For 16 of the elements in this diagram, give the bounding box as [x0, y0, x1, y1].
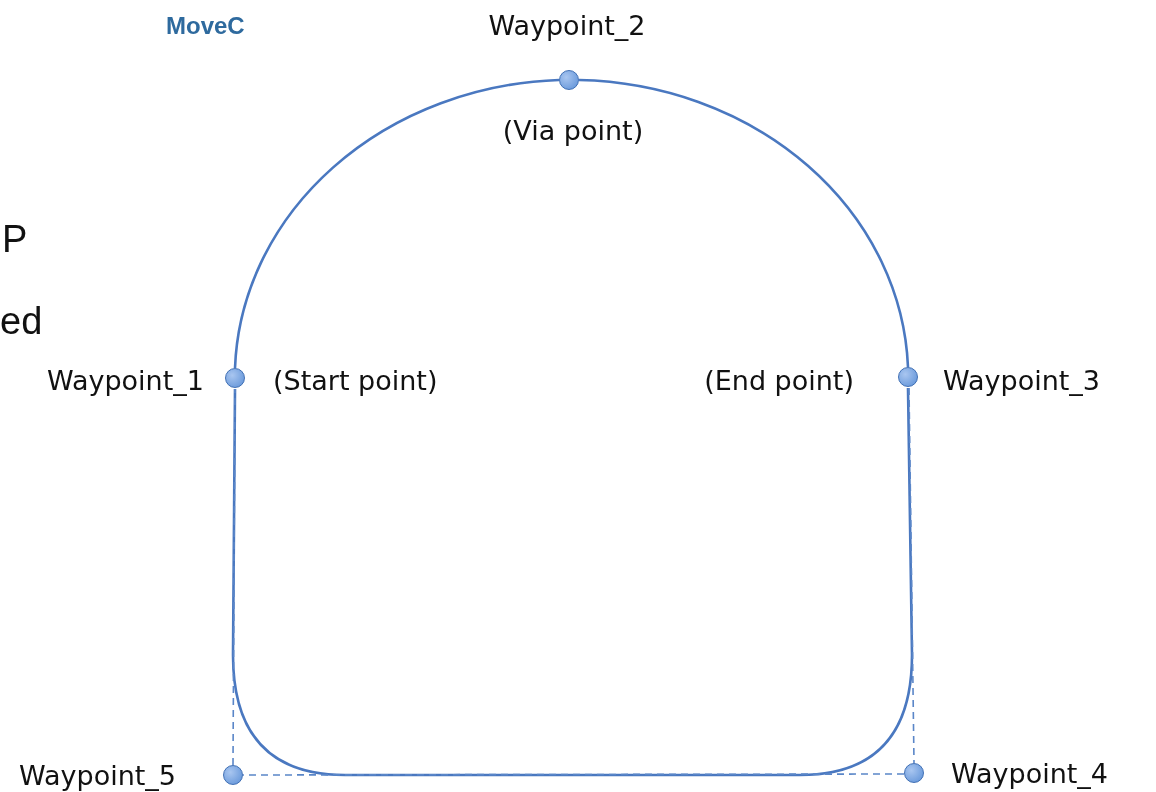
- cut-off-text: ed: [0, 300, 43, 343]
- point-note: (End point): [704, 365, 854, 397]
- waypoint-label: Waypoint_1: [46, 365, 204, 397]
- path-line: [233, 78, 560, 369]
- waypoint-label: Waypoint_4: [951, 758, 1109, 790]
- point-note: (Via point): [502, 115, 644, 147]
- dashed-line: [232, 388, 236, 766]
- cut-off-text: P: [2, 218, 28, 261]
- waypoint-label: Waypoint_2: [488, 10, 646, 42]
- point-note: (Start point): [273, 365, 438, 397]
- path-line: [231, 388, 914, 777]
- path-line: [578, 78, 910, 368]
- dashed-line: [908, 387, 915, 764]
- diagram-title: MoveC: [166, 12, 245, 40]
- waypoint-label: Waypoint_5: [19, 760, 177, 792]
- waypoint-label: Waypoint_3: [943, 365, 1101, 397]
